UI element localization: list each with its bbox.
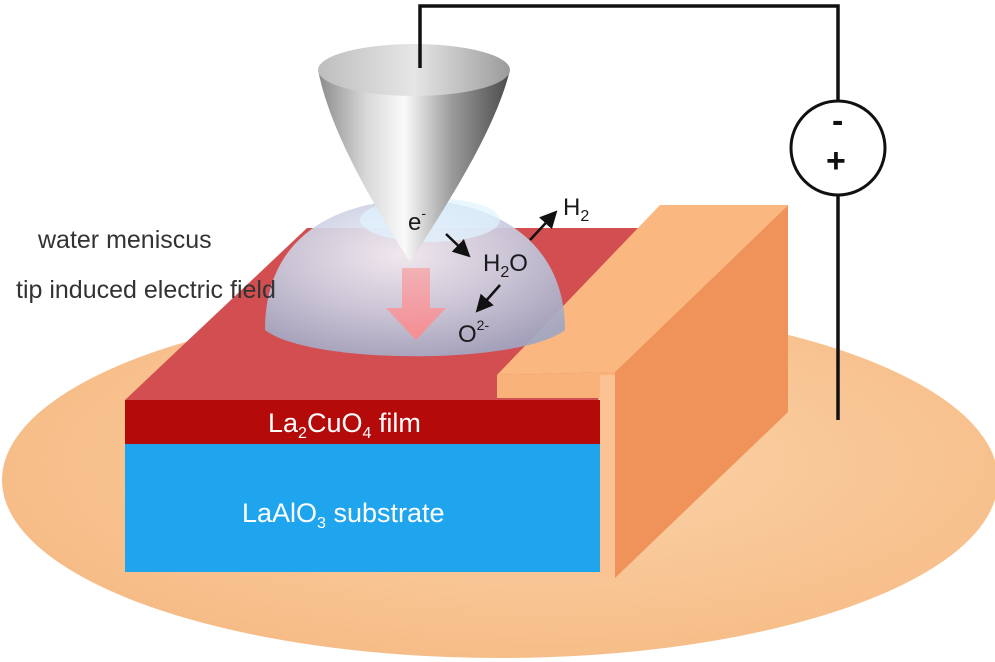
afm-tip-top xyxy=(318,44,510,96)
polarity-minus: - xyxy=(832,102,844,140)
water-molecule-label: H2O xyxy=(483,250,528,281)
electrode-front-strip xyxy=(600,375,615,578)
voltage-source xyxy=(789,99,887,197)
substrate-block xyxy=(125,444,601,572)
afm-tip-cone xyxy=(318,70,510,262)
arrow-water-to-hydrogen xyxy=(529,210,558,241)
hydrogen-label: H2 xyxy=(563,194,590,225)
electron-label: e- xyxy=(408,205,427,236)
electric-field-label: tip induced electric field xyxy=(16,276,276,304)
circuit-wire xyxy=(418,4,840,100)
electrode-top-face xyxy=(497,205,788,375)
oxygen-ion-label: O2- xyxy=(458,317,490,348)
electric-field-arrow xyxy=(386,268,446,340)
film-label: La2CuO4 film xyxy=(268,408,421,442)
film-front-side xyxy=(125,400,601,444)
water-meniscus-label: water meniscus xyxy=(38,226,212,254)
electrode-side-face xyxy=(615,205,788,578)
arrow-water-to-oxygen xyxy=(475,284,501,313)
polarity-plus: + xyxy=(826,142,846,180)
arrow-electron-to-water xyxy=(445,233,471,258)
substrate-label: LaAlO3 substrate xyxy=(242,498,445,532)
